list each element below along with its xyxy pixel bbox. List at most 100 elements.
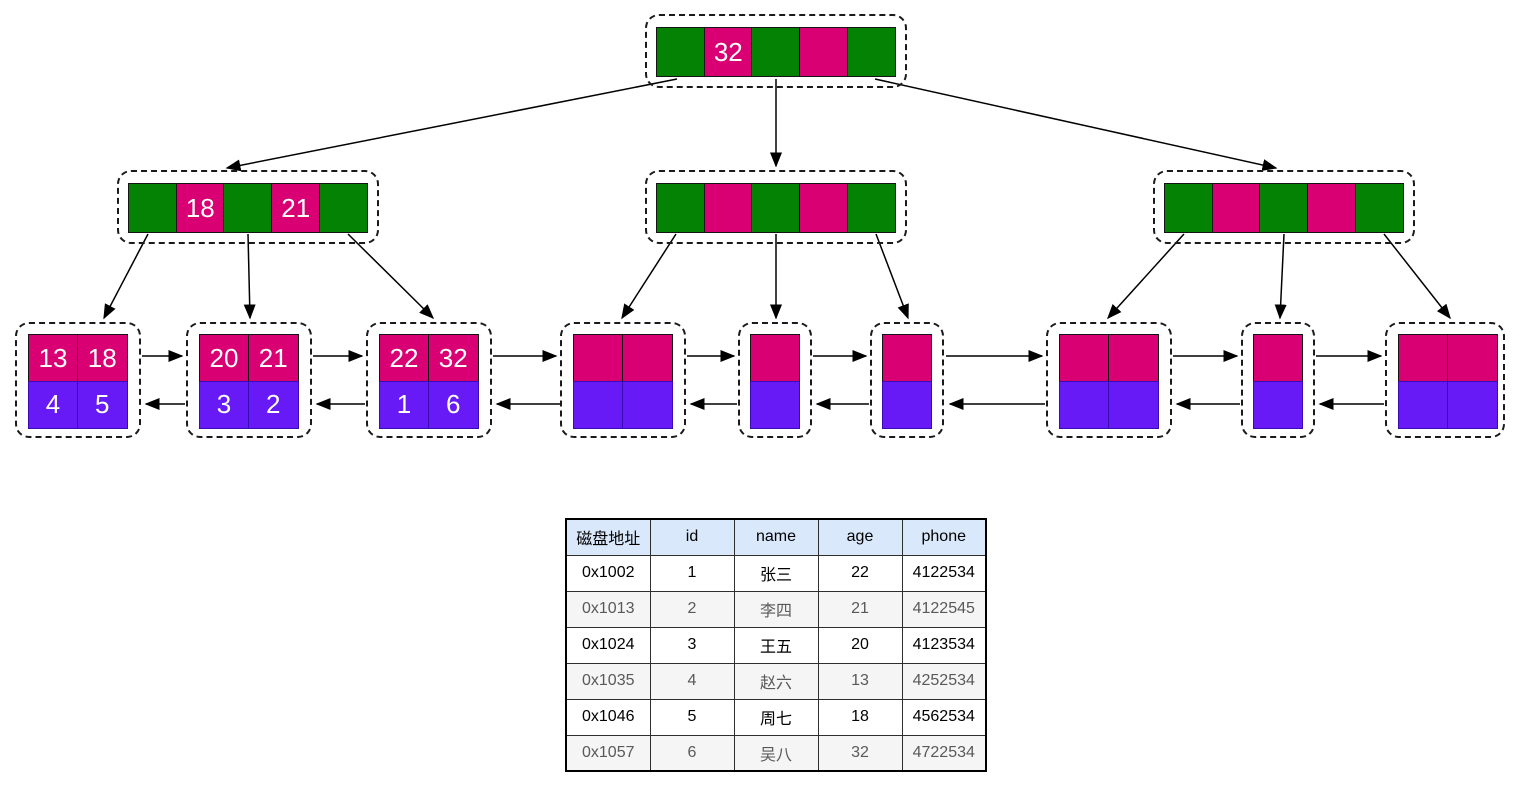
leaf-node-6 <box>870 322 944 438</box>
edge-l2-leaf <box>243 233 256 320</box>
leaf-node-9 <box>1385 322 1505 438</box>
key-cell <box>703 183 753 233</box>
table-cell: 周七 <box>733 698 819 736</box>
leaf-key-cell <box>1107 334 1159 382</box>
table-cell: 0x1046 <box>565 698 651 736</box>
edge-l2-leaf <box>1383 233 1451 320</box>
pointer-cell <box>656 183 706 233</box>
table-cell: 4123534 <box>901 626 987 664</box>
leaf-key-cell <box>882 334 932 382</box>
leaf-node-7 <box>1046 322 1172 438</box>
pointer-cell <box>1164 183 1214 233</box>
pointer-cell <box>656 27 706 77</box>
table-cell: 4562534 <box>901 698 987 736</box>
leaf-key-cell <box>621 334 673 382</box>
root-node: 32 <box>645 14 907 88</box>
pointer-cell <box>318 183 369 233</box>
table-row: 0x1046 5 周七 18 4562534 <box>565 698 987 736</box>
table-cell: 4 <box>649 662 735 700</box>
table-cell: 20 <box>817 626 903 664</box>
edge-root-right <box>874 78 1278 171</box>
table-cell: 1 <box>649 554 735 592</box>
leaf-node-8 <box>1241 322 1315 438</box>
table-cell: 22 <box>817 554 903 592</box>
edge-l2-leaf <box>103 233 149 320</box>
table-cell: 21 <box>817 590 903 628</box>
table-cell: 李四 <box>733 590 819 628</box>
table-cell: 4722534 <box>901 734 987 772</box>
table-header-cell: 磁盘地址 <box>565 518 651 556</box>
table-row: 0x1035 4 赵六 13 4252534 <box>565 662 987 700</box>
table-cell: 4122545 <box>901 590 987 628</box>
leaf-node-5 <box>738 322 812 438</box>
table-cell: 0x1002 <box>565 554 651 592</box>
leaf-pointer-cell <box>1446 380 1498 429</box>
table-row: 0x1057 6 吴八 32 4722534 <box>565 734 987 772</box>
leaf-key-cell <box>573 334 623 382</box>
edge-l2-leaf <box>1106 233 1185 320</box>
leaf-pointer-cell <box>882 380 932 429</box>
leaf-node-1: 13 18 4 5 <box>15 322 141 438</box>
table-header-row: 磁盘地址 id name age phone <box>565 518 987 556</box>
leaf-pointer-cell: 1 <box>379 380 429 429</box>
tree-edges <box>103 78 1451 410</box>
leaf-key-cell <box>750 334 800 382</box>
leaf-key-cell <box>1059 334 1109 382</box>
leaf-pointer-cell <box>1253 380 1303 429</box>
internal-node-left: 18 21 <box>117 170 379 244</box>
table-cell: 4252534 <box>901 662 987 700</box>
leaf-node-3: 22 32 1 6 <box>366 322 492 438</box>
leaf-pointer-cell <box>1398 380 1448 429</box>
key-cell <box>1211 183 1261 233</box>
edge-l2-leaf <box>1274 233 1287 320</box>
table-row: 0x1013 2 李四 21 4122545 <box>565 590 987 628</box>
pointer-cell <box>846 27 897 77</box>
table-cell: 0x1057 <box>565 734 651 772</box>
pointer-cell <box>751 183 801 233</box>
edge-l2-leaf <box>875 233 909 320</box>
leaf-pointer-cell <box>573 380 623 429</box>
pointer-cell <box>1354 183 1405 233</box>
leaf-key-cell: 22 <box>379 334 429 382</box>
table-cell: 4122534 <box>901 554 987 592</box>
table-cell: 0x1024 <box>565 626 651 664</box>
table-cell: 32 <box>817 734 903 772</box>
key-cell: 18 <box>175 183 225 233</box>
leaf-pointer-cell: 3 <box>199 380 249 429</box>
key-cell <box>799 27 849 77</box>
table-row: 0x1024 3 王五 20 4123534 <box>565 626 987 664</box>
table-cell: 赵六 <box>733 662 819 700</box>
internal-node-middle <box>645 170 907 244</box>
leaf-pointer-cell: 5 <box>76 380 128 429</box>
table-cell: 5 <box>649 698 735 736</box>
table-cell: 0x1035 <box>565 662 651 700</box>
leaf-node-4 <box>560 322 686 438</box>
table-cell: 张三 <box>733 554 819 592</box>
leaf-node-2: 20 21 3 2 <box>186 322 312 438</box>
leaf-key-cell <box>1398 334 1448 382</box>
record-table: 磁盘地址 id name age phone 0x1002 1 张三 22 41… <box>565 518 987 772</box>
pointer-cell <box>223 183 273 233</box>
leaf-key-cell: 32 <box>427 334 479 382</box>
leaf-key-cell: 21 <box>247 334 299 382</box>
leaf-pointer-cell: 4 <box>28 380 78 429</box>
leaf-pointer-cell <box>750 380 800 429</box>
table-row: 0x1002 1 张三 22 4122534 <box>565 554 987 592</box>
table-cell: 18 <box>817 698 903 736</box>
pointer-cell <box>1259 183 1309 233</box>
edge-l2-leaf <box>621 233 677 320</box>
edge-root-left <box>225 78 678 172</box>
leaf-key-cell <box>1446 334 1498 382</box>
edge-l2-leaf <box>347 233 435 320</box>
table-header-cell: name <box>733 518 819 556</box>
key-cell <box>799 183 849 233</box>
key-cell: 21 <box>271 183 321 233</box>
leaf-pointer-cell: 6 <box>427 380 479 429</box>
table-cell: 王五 <box>733 626 819 664</box>
key-cell: 32 <box>703 27 753 77</box>
table-header-cell: age <box>817 518 903 556</box>
pointer-cell <box>846 183 897 233</box>
table-cell: 13 <box>817 662 903 700</box>
leaf-pointer-cell <box>1107 380 1159 429</box>
